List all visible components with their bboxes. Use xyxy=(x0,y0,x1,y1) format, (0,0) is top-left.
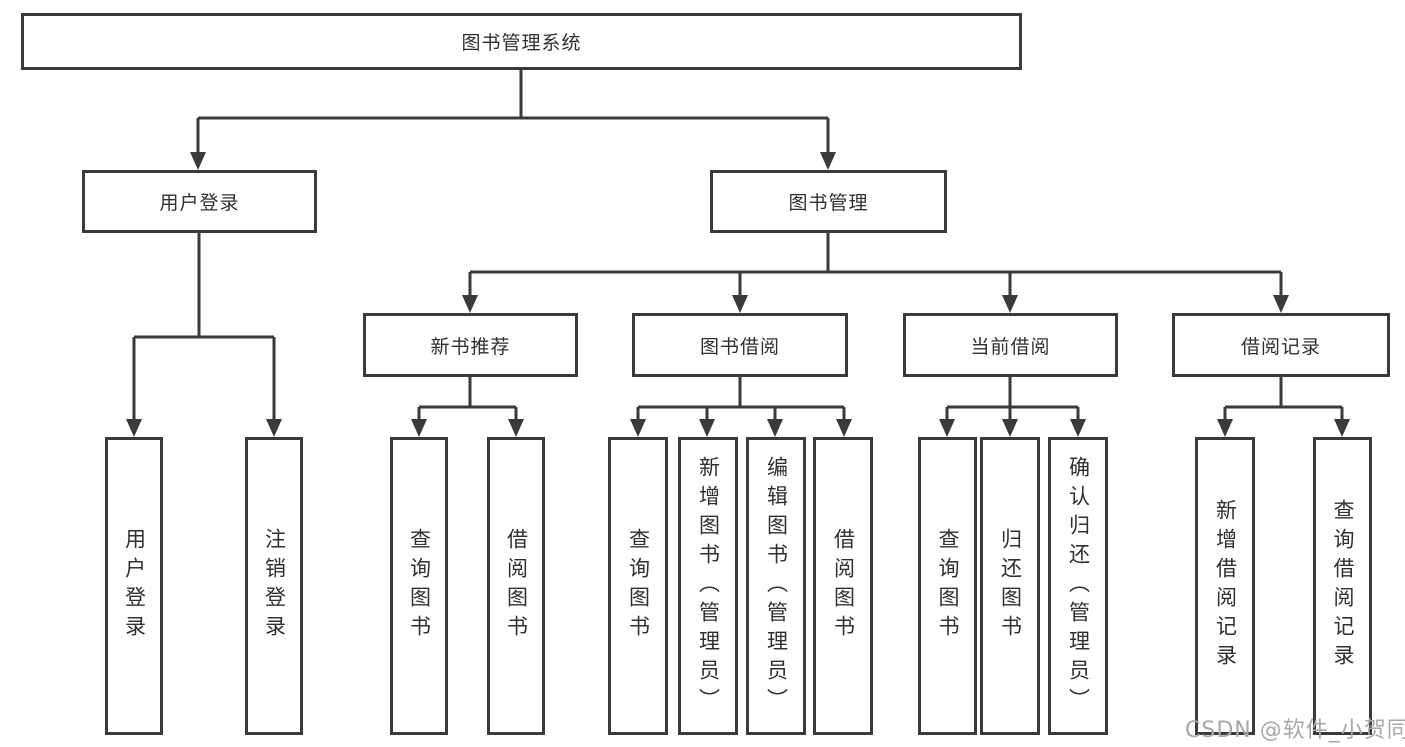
leaf-confirm-return-admin: 确认归还（管理员） xyxy=(1048,437,1108,735)
leaf-add-borrow-record: 新增借阅记录 xyxy=(1195,437,1255,735)
node-user-login: 用户登录 xyxy=(82,170,317,233)
arrowheads-new-book xyxy=(411,419,524,437)
connector-borrow-records xyxy=(1223,377,1344,420)
arrowheads-current-borrow xyxy=(939,419,1086,437)
connector-new-book xyxy=(417,377,518,420)
leaf-query-book-borrow: 查询图书 xyxy=(608,437,668,735)
connector-user-login xyxy=(132,233,276,420)
node-new-book-recommend: 新书推荐 xyxy=(363,313,578,377)
leaf-user-login: 用户登录 xyxy=(105,437,163,735)
leaf-query-book-recommend: 查询图书 xyxy=(390,437,448,735)
leaf-logout: 注销登录 xyxy=(245,437,303,735)
leaf-borrow-book-recommend: 借阅图书 xyxy=(487,437,545,735)
leaf-return-book: 归还图书 xyxy=(980,437,1040,735)
arrowheads-book-management xyxy=(462,295,1289,313)
leaf-edit-book-admin: 编辑图书（管理员） xyxy=(746,437,806,735)
arrowheads-root xyxy=(190,152,836,170)
arrowheads-borrow-records xyxy=(1217,419,1350,437)
arrowheads-user-login xyxy=(126,419,282,437)
arrowheads-book-borrow xyxy=(630,419,852,437)
connector-book-borrow xyxy=(636,377,846,420)
node-root-system: 图书管理系统 xyxy=(21,13,1022,70)
connector-book-management xyxy=(468,233,1283,296)
node-current-borrow: 当前借阅 xyxy=(903,313,1118,377)
node-book-management: 图书管理 xyxy=(710,170,947,233)
leaf-borrow-book: 借阅图书 xyxy=(813,437,873,735)
leaf-add-book-admin: 新增图书（管理员） xyxy=(678,437,738,735)
csdn-watermark: CSDN @软件_小贺同学 xyxy=(1185,718,1405,743)
connector-current-borrow xyxy=(945,377,1080,420)
connector-root xyxy=(196,70,830,153)
leaf-query-borrow-record: 查询借阅记录 xyxy=(1313,437,1372,735)
leaf-query-book-current: 查询图书 xyxy=(918,437,977,735)
node-borrow-records: 借阅记录 xyxy=(1172,313,1390,377)
node-book-borrow: 图书借阅 xyxy=(632,313,848,377)
